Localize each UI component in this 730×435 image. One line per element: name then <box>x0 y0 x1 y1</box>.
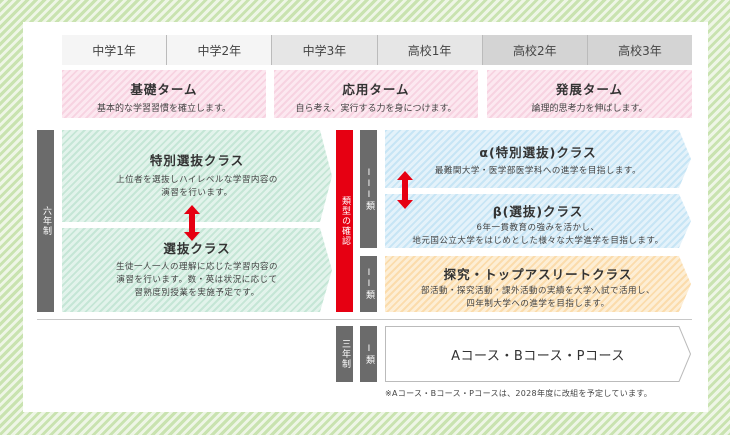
class-desc-line: 最難関大学・医学部医学科への進学を目指します。 <box>434 166 642 176</box>
term-applied: 応用ターム 自ら考え、実行する力を身につけます。 <box>274 70 478 118</box>
class-desc-line: 部活動・探究活動・課外活動の実績を大学入試で活用し、 <box>420 286 655 296</box>
year-cell: 中学3年 <box>272 35 378 65</box>
year-cell: 高校1年 <box>377 35 483 65</box>
class-title: 特別選抜クラス <box>149 153 245 168</box>
class-desc-line: 習熟度別授業を実施予定です。 <box>134 288 260 298</box>
term-basic: 基礎ターム 基本的な学習習慣を確立します。 <box>62 70 266 118</box>
course-box-outline <box>385 326 691 382</box>
class-desc-line: 地元国公立大学をはじめとした様々な大学進学を目指します。 <box>412 236 664 246</box>
year-cell: 高校2年 <box>482 35 588 65</box>
term-title: 応用ターム <box>342 82 410 97</box>
type2-label: II類 <box>360 256 377 312</box>
term-advanced: 発展ターム 論理的思考力を伸ばします。 <box>487 70 692 118</box>
footnote: ※Aコース・Bコース・Pコースは、2028年度に改組を予定しています。 <box>385 389 653 398</box>
double-arrow-icon <box>397 171 413 209</box>
class-title: α(特別選抜)クラス <box>479 145 597 160</box>
class-title: 探究・トップアスリートクラス <box>443 267 633 282</box>
section-divider <box>37 319 692 320</box>
term-desc: 自ら考え、実行する力を身につけます。 <box>295 104 457 114</box>
class-title: β(選抜)クラス <box>492 204 584 219</box>
special-selection-class: 特別選抜クラス 上位者を選抜しハイレベルな学習内容の 演習を行います。 <box>62 130 332 222</box>
class-desc-line: 生徒一人一人の理解に応じた学習内容の <box>115 262 278 272</box>
class-desc-line: 演習を行います。 <box>161 188 233 198</box>
year-cell: 中学1年 <box>62 35 168 65</box>
course-name: Aコース・Bコース・Pコース <box>451 348 625 364</box>
type3-label: III類 <box>360 130 377 248</box>
six-year-label: 六年制 <box>37 130 54 312</box>
type1-label: I類 <box>360 326 377 382</box>
term-desc: 基本的な学習習慣を確立します。 <box>96 104 232 114</box>
term-title: 発展ターム <box>555 82 624 97</box>
type-check-label: 類型の確認 <box>336 130 353 312</box>
year-cell: 中学2年 <box>167 35 273 65</box>
three-year-course-box: Aコース・Bコース・Pコース <box>385 326 691 382</box>
inquiry-athlete-class: 探究・トップアスリートクラス 部活動・探究活動・課外活動の実績を大学入試で活用し… <box>385 256 691 312</box>
year-cell: 高校3年 <box>587 35 693 65</box>
term-desc: 論理的思考力を伸ばします。 <box>531 104 648 114</box>
double-arrow-icon <box>184 205 200 241</box>
alpha-class: α(特別選抜)クラス 最難関大学・医学部医学科への進学を目指します。 <box>385 130 691 188</box>
class-desc-line: 6年一貫教育の強みを活かし、 <box>476 223 600 233</box>
class-desc-line: 演習を行います。数・英は状況に応じて <box>116 275 278 285</box>
year-header: 中学1年 中学2年 中学3年 高校1年 高校2年 高校3年 <box>62 35 693 65</box>
class-desc-line: 上位者を選抜しハイレベルな学習内容の <box>116 175 278 185</box>
beta-class: β(選抜)クラス 6年一貫教育の強みを活かし、 地元国公立大学をはじめとした様々… <box>385 194 691 248</box>
three-year-label: 三年制 <box>336 326 353 382</box>
selection-class: 選抜クラス 生徒一人一人の理解に応じた学習内容の 演習を行います。数・英は状況に… <box>62 228 332 312</box>
class-desc-line: 四年制大学への進学を目指します。 <box>466 299 610 309</box>
term-title: 基礎ターム <box>130 82 198 97</box>
class-title: 選抜クラス <box>163 241 231 256</box>
